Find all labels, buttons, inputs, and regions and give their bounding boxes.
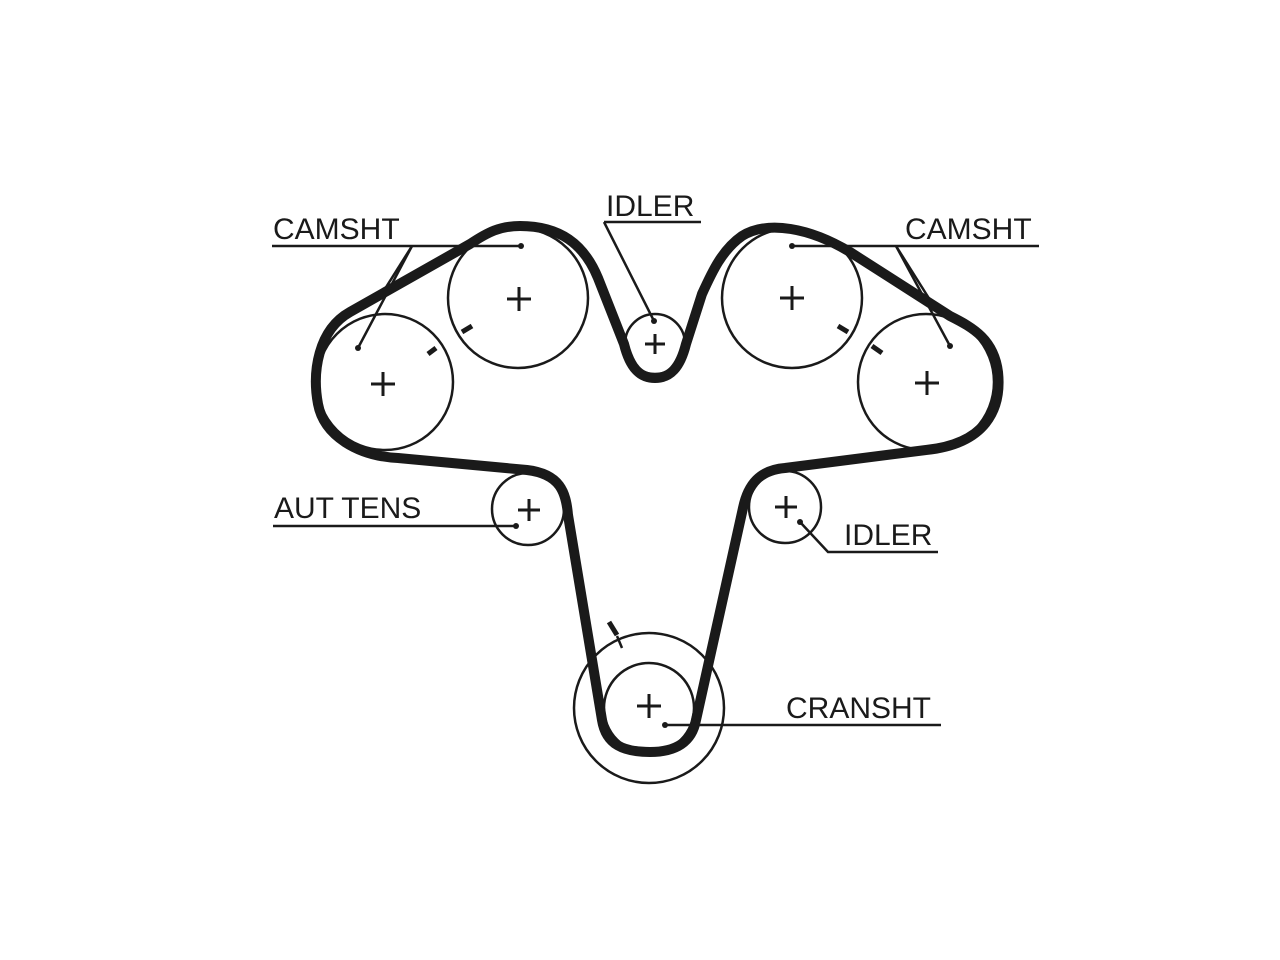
leader-dot-crankshaft	[662, 722, 668, 728]
leader-idler-right	[799, 521, 938, 554]
label-camshaft-left: CAMSHT	[273, 213, 400, 246]
camshaft-pulley-left-outer	[315, 312, 455, 452]
leader-dot-idler-top	[651, 318, 657, 324]
timing-marks	[426, 323, 884, 649]
center-cross-crankshaft	[637, 694, 661, 718]
timing-mark-camshaft-left-outer	[426, 346, 438, 356]
leader-camshaft-left-branch-inner	[376, 245, 414, 301]
timing-belt	[311, 221, 1004, 757]
leader-lines	[272, 220, 1039, 728]
leader-dot-camshaft-right-inner	[789, 243, 795, 249]
timing-mark-crankshaft	[606, 620, 620, 637]
leader-camshaft-left-branch-outer	[356, 245, 414, 349]
timing-mark-camshaft-right-outer	[870, 343, 884, 356]
leader-dot-auto-tensioner	[513, 523, 519, 529]
center-cross-camshaft-left-inner	[507, 287, 531, 311]
leader-dot-camshaft-right-outer	[947, 343, 953, 349]
center-cross-auto-tensioner	[518, 499, 540, 521]
label-auto-tensioner: AUT TENS	[274, 492, 421, 525]
labels: CAMSHT IDLER CAMSHT AUT TENS IDLER CRANS…	[273, 190, 1032, 725]
label-idler-right: IDLER	[844, 519, 932, 552]
label-camshaft-right: CAMSHT	[905, 213, 1032, 246]
center-cross-camshaft-left-outer	[371, 372, 395, 396]
center-cross-idler-right	[775, 496, 797, 518]
timing-mark-camshaft-left-inner	[460, 323, 474, 335]
leader-dot-idler-right	[797, 519, 803, 525]
center-cross-camshaft-right-inner	[780, 286, 804, 310]
leader-camshaft-right-branch-outer	[894, 245, 952, 347]
leader-dot-camshaft-left-inner	[518, 243, 524, 249]
leader-idler-top	[602, 220, 701, 322]
center-cross-camshaft-right-outer	[915, 371, 939, 395]
crankshaft-pulley-outer	[572, 631, 726, 785]
leader-dot-camshaft-left-outer	[355, 345, 361, 351]
label-crankshaft: CRANSHT	[786, 692, 931, 725]
center-cross-idler-top	[645, 334, 665, 354]
timing-mark-crankshaft-pointer	[615, 635, 624, 649]
timing-mark-camshaft-right-inner	[836, 323, 850, 335]
pulley-centers	[371, 286, 939, 718]
label-idler-top: IDLER	[606, 190, 694, 223]
leader-camshaft-right-branch-inner	[894, 245, 932, 301]
